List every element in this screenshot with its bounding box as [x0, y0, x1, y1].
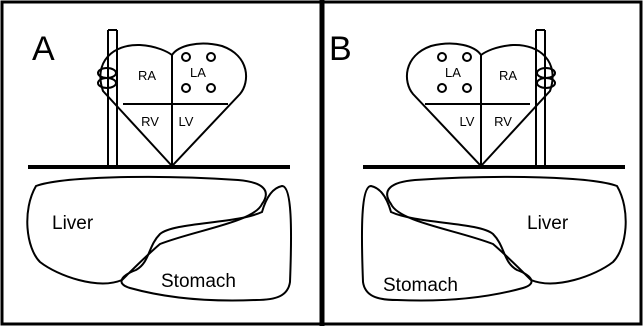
- panel-a-stomach-label: Stomach: [161, 271, 236, 292]
- chamber-label-rv: RV: [141, 114, 159, 129]
- panel-a-heart: RA LA RV LV: [98, 44, 246, 166]
- panel-a-letter: A: [32, 30, 55, 68]
- chamber-label-la: LA: [445, 65, 461, 80]
- chamber-label-rv: RV: [494, 114, 512, 129]
- panel-a-liver-label: Liver: [52, 213, 94, 234]
- la-vessel-opening-2: [207, 53, 215, 61]
- panel-b: B LA RA LV: [329, 30, 626, 301]
- panel-b-stomach-label: Stomach: [383, 275, 458, 296]
- panel-a: A RA LA RV LV Liv: [27, 30, 291, 301]
- chamber-label-lv: LV: [460, 114, 475, 129]
- la-vessel-opening-1: [182, 53, 190, 61]
- la-vessel-opening-3: [182, 84, 190, 92]
- panel-b-liver: [387, 177, 626, 284]
- chamber-label-ra: RA: [499, 68, 517, 83]
- la-vessel-opening-1: [463, 53, 471, 61]
- la-vessel-opening-2: [438, 53, 446, 61]
- la-vessel-opening-3: [463, 84, 471, 92]
- panel-b-letter: B: [329, 30, 352, 68]
- panel-b-liver-label: Liver: [527, 213, 569, 234]
- chamber-label-lv: LV: [179, 114, 194, 129]
- panel-b-heart: [407, 44, 555, 166]
- chamber-label-ra: RA: [138, 68, 156, 83]
- chamber-label-la: LA: [190, 65, 206, 80]
- la-vessel-opening-4: [207, 84, 215, 92]
- la-vessel-opening-4: [438, 84, 446, 92]
